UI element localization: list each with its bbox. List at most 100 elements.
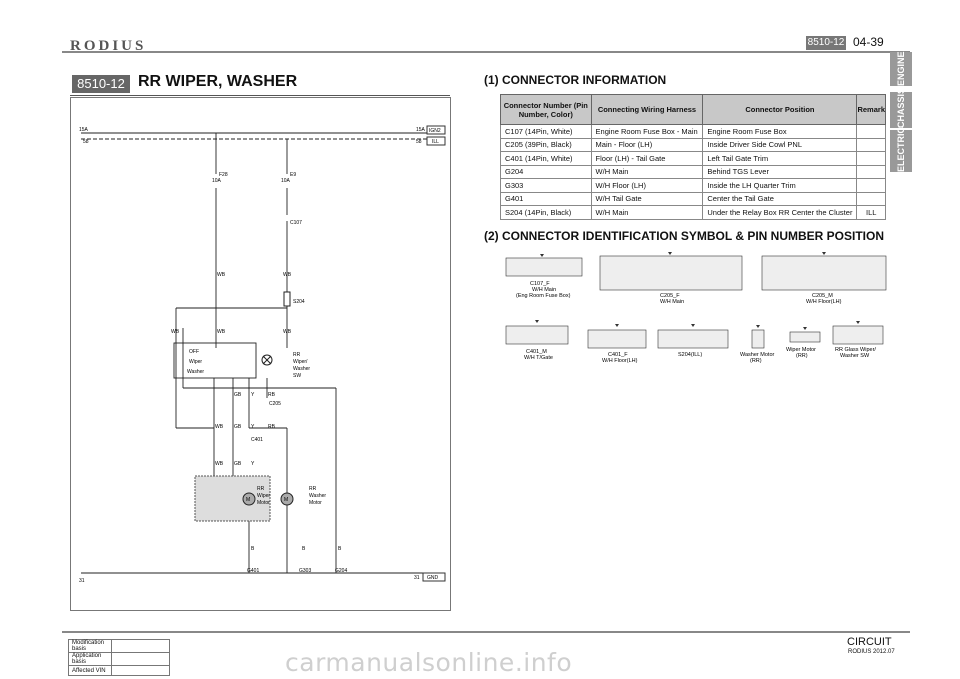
cell-remark: [856, 191, 886, 206]
cell-harness: Engine Room Fuse Box - Main: [590, 124, 704, 139]
cell-connector: G401: [500, 191, 592, 206]
cell-position: Center the Tail Gate: [702, 191, 858, 206]
wire-wb-6: WB: [215, 424, 224, 430]
connector-info-heading: (1) CONNECTOR INFORMATION: [484, 73, 667, 87]
cell-connector: C205 (39Pin, Black): [500, 137, 592, 152]
switch-name-2: Wiper/: [293, 359, 308, 365]
site-watermark: carmanualsonline.info: [285, 648, 573, 677]
switch-wiper-label: Wiper: [189, 359, 202, 365]
c107-label: C107: [290, 220, 302, 226]
washer-motor-m: M: [284, 497, 288, 503]
washer-motor-name-2: Washer: [309, 493, 326, 499]
cell-position: Left Tail Gate Trim: [702, 151, 858, 166]
cell-position: Under the Relay Box RR Center the Cluste…: [702, 205, 858, 220]
tab-engine[interactable]: ENGINE: [890, 51, 912, 86]
col-remark: Remark: [856, 94, 886, 125]
cell-remark: [856, 164, 886, 179]
col-wiring-harness: Connecting Wiring Harness: [590, 94, 704, 125]
tab-chassis[interactable]: CHASSIS: [890, 88, 912, 128]
wire-wb-7: WB: [215, 461, 224, 467]
cell-harness: W/H Tail Gate: [590, 191, 704, 206]
switch-name-3: Washer: [293, 366, 310, 372]
fuse-e9-label: E9: [290, 172, 296, 178]
g204-label: G204: [335, 568, 347, 574]
bus-15a-right: 15A: [416, 127, 426, 133]
cell-remark: ILL: [856, 205, 886, 220]
wire-wb-1: WB: [217, 272, 226, 278]
cell-connector: C107 (14Pin, White): [500, 124, 592, 139]
s204-pin-label: S204(ILL): [678, 352, 702, 358]
wire-wb-4: WB: [217, 329, 226, 335]
ign2-label: IGN2: [429, 128, 441, 134]
cell-harness: W/H Main: [590, 164, 704, 179]
page-number: 04-39: [853, 35, 884, 49]
wire-y-3: Y: [251, 461, 255, 467]
table-row: C205 (39Pin, Black)Main - Floor (LH)Insi…: [500, 137, 886, 152]
washer-motor-pin-label-2: (RR): [750, 358, 762, 364]
table-row: C107 (14Pin, White)Engine Room Fuse Box …: [500, 124, 886, 139]
fuse-f28-amp: 10A: [212, 178, 222, 184]
c107-label-3: (Eng Room Fuse Box): [516, 293, 571, 299]
wire-rb-1: RB: [268, 392, 276, 398]
wire-wb-5: WB: [283, 329, 292, 335]
mod-row-vin: Affected VIN: [68, 665, 112, 676]
rodius-logo: RODIUS: [70, 38, 147, 54]
wire-wb-3: WB: [171, 329, 180, 335]
wire-gb-1: GB: [234, 392, 242, 398]
c107-label-2: W/H Main: [532, 287, 556, 293]
cell-harness: W/H Main: [590, 205, 704, 220]
fuse-e9-amp: 10A: [281, 178, 291, 184]
washer-motor-name-3: Motor: [309, 500, 322, 506]
c205m-label-1: C205_M: [812, 293, 833, 299]
g401-label: G401: [247, 568, 259, 574]
c205-label: C205: [269, 401, 281, 407]
glass-switch-pin-label-2: Washer SW: [840, 353, 870, 359]
washer-motor-name-1: RR: [309, 486, 317, 492]
cell-position: Inside the LH Quarter Trim: [702, 178, 858, 193]
bus-58-right: 58: [416, 139, 422, 145]
cell-remark: [856, 178, 886, 193]
connector-table: Connector Number (Pin Number, Color) Con…: [500, 94, 886, 220]
c401-label: C401: [251, 437, 263, 443]
c401m-label-2: W/H T/Gate: [524, 355, 553, 361]
switch-name-4: SW: [293, 373, 301, 379]
title-rule: [70, 95, 450, 96]
switch-off-label: OFF: [189, 349, 199, 355]
cell-harness: W/H Floor (LH): [590, 178, 704, 193]
c205f-label-2: W/H Main: [660, 299, 684, 305]
ill-label: ILL: [432, 139, 439, 145]
pin-section-heading: (2) CONNECTOR IDENTIFICATION SYMBOL & PI…: [484, 229, 885, 243]
cell-connector: G204: [500, 164, 592, 179]
cell-position: Engine Room Fuse Box: [702, 124, 858, 139]
wiper-motor-name-2: Wiper: [257, 493, 270, 499]
wiper-motor-name-3: Motor: [257, 500, 270, 506]
cell-harness: Main - Floor (LH): [590, 137, 704, 152]
footer-model-date: RODIUS 2012.07: [848, 649, 895, 655]
wire-gb-3: GB: [234, 461, 242, 467]
tab-electric[interactable]: ELECTRIC: [890, 127, 912, 172]
s204-label: S204: [293, 299, 305, 305]
g303-label: G303: [299, 568, 311, 574]
cell-position: Behind TGS Lever: [702, 164, 858, 179]
wire-y-2: Y: [251, 424, 255, 430]
footer-circuit-label: CIRCUIT: [847, 636, 892, 648]
cell-connector: S204 (14Pin, Black): [500, 205, 592, 220]
cell-remark: [856, 124, 886, 139]
cell-harness: Floor (LH) - Tail Gate: [590, 151, 704, 166]
c401f-label-2: W/H Floor(LH): [602, 358, 638, 364]
c205f-label-1: C205_F: [660, 293, 680, 299]
wire-b-2: B: [302, 546, 306, 552]
glass-switch-pin-label-1: RR Glass Wiper/: [835, 347, 876, 353]
modification-table: Modification basis Application basis Aff…: [68, 639, 170, 676]
switch-name-1: RR: [293, 352, 301, 358]
cell-remark: [856, 137, 886, 152]
bus-58-left: 58: [83, 139, 89, 145]
c205m-label-2: W/H Floor(LH): [806, 299, 842, 305]
wiper-motor-pin-label-2: (RR): [796, 353, 808, 359]
bus-15a-left: 15A: [79, 127, 89, 133]
section-title: RR WIPER, WASHER: [138, 73, 298, 90]
wire-b-1: B: [251, 546, 255, 552]
